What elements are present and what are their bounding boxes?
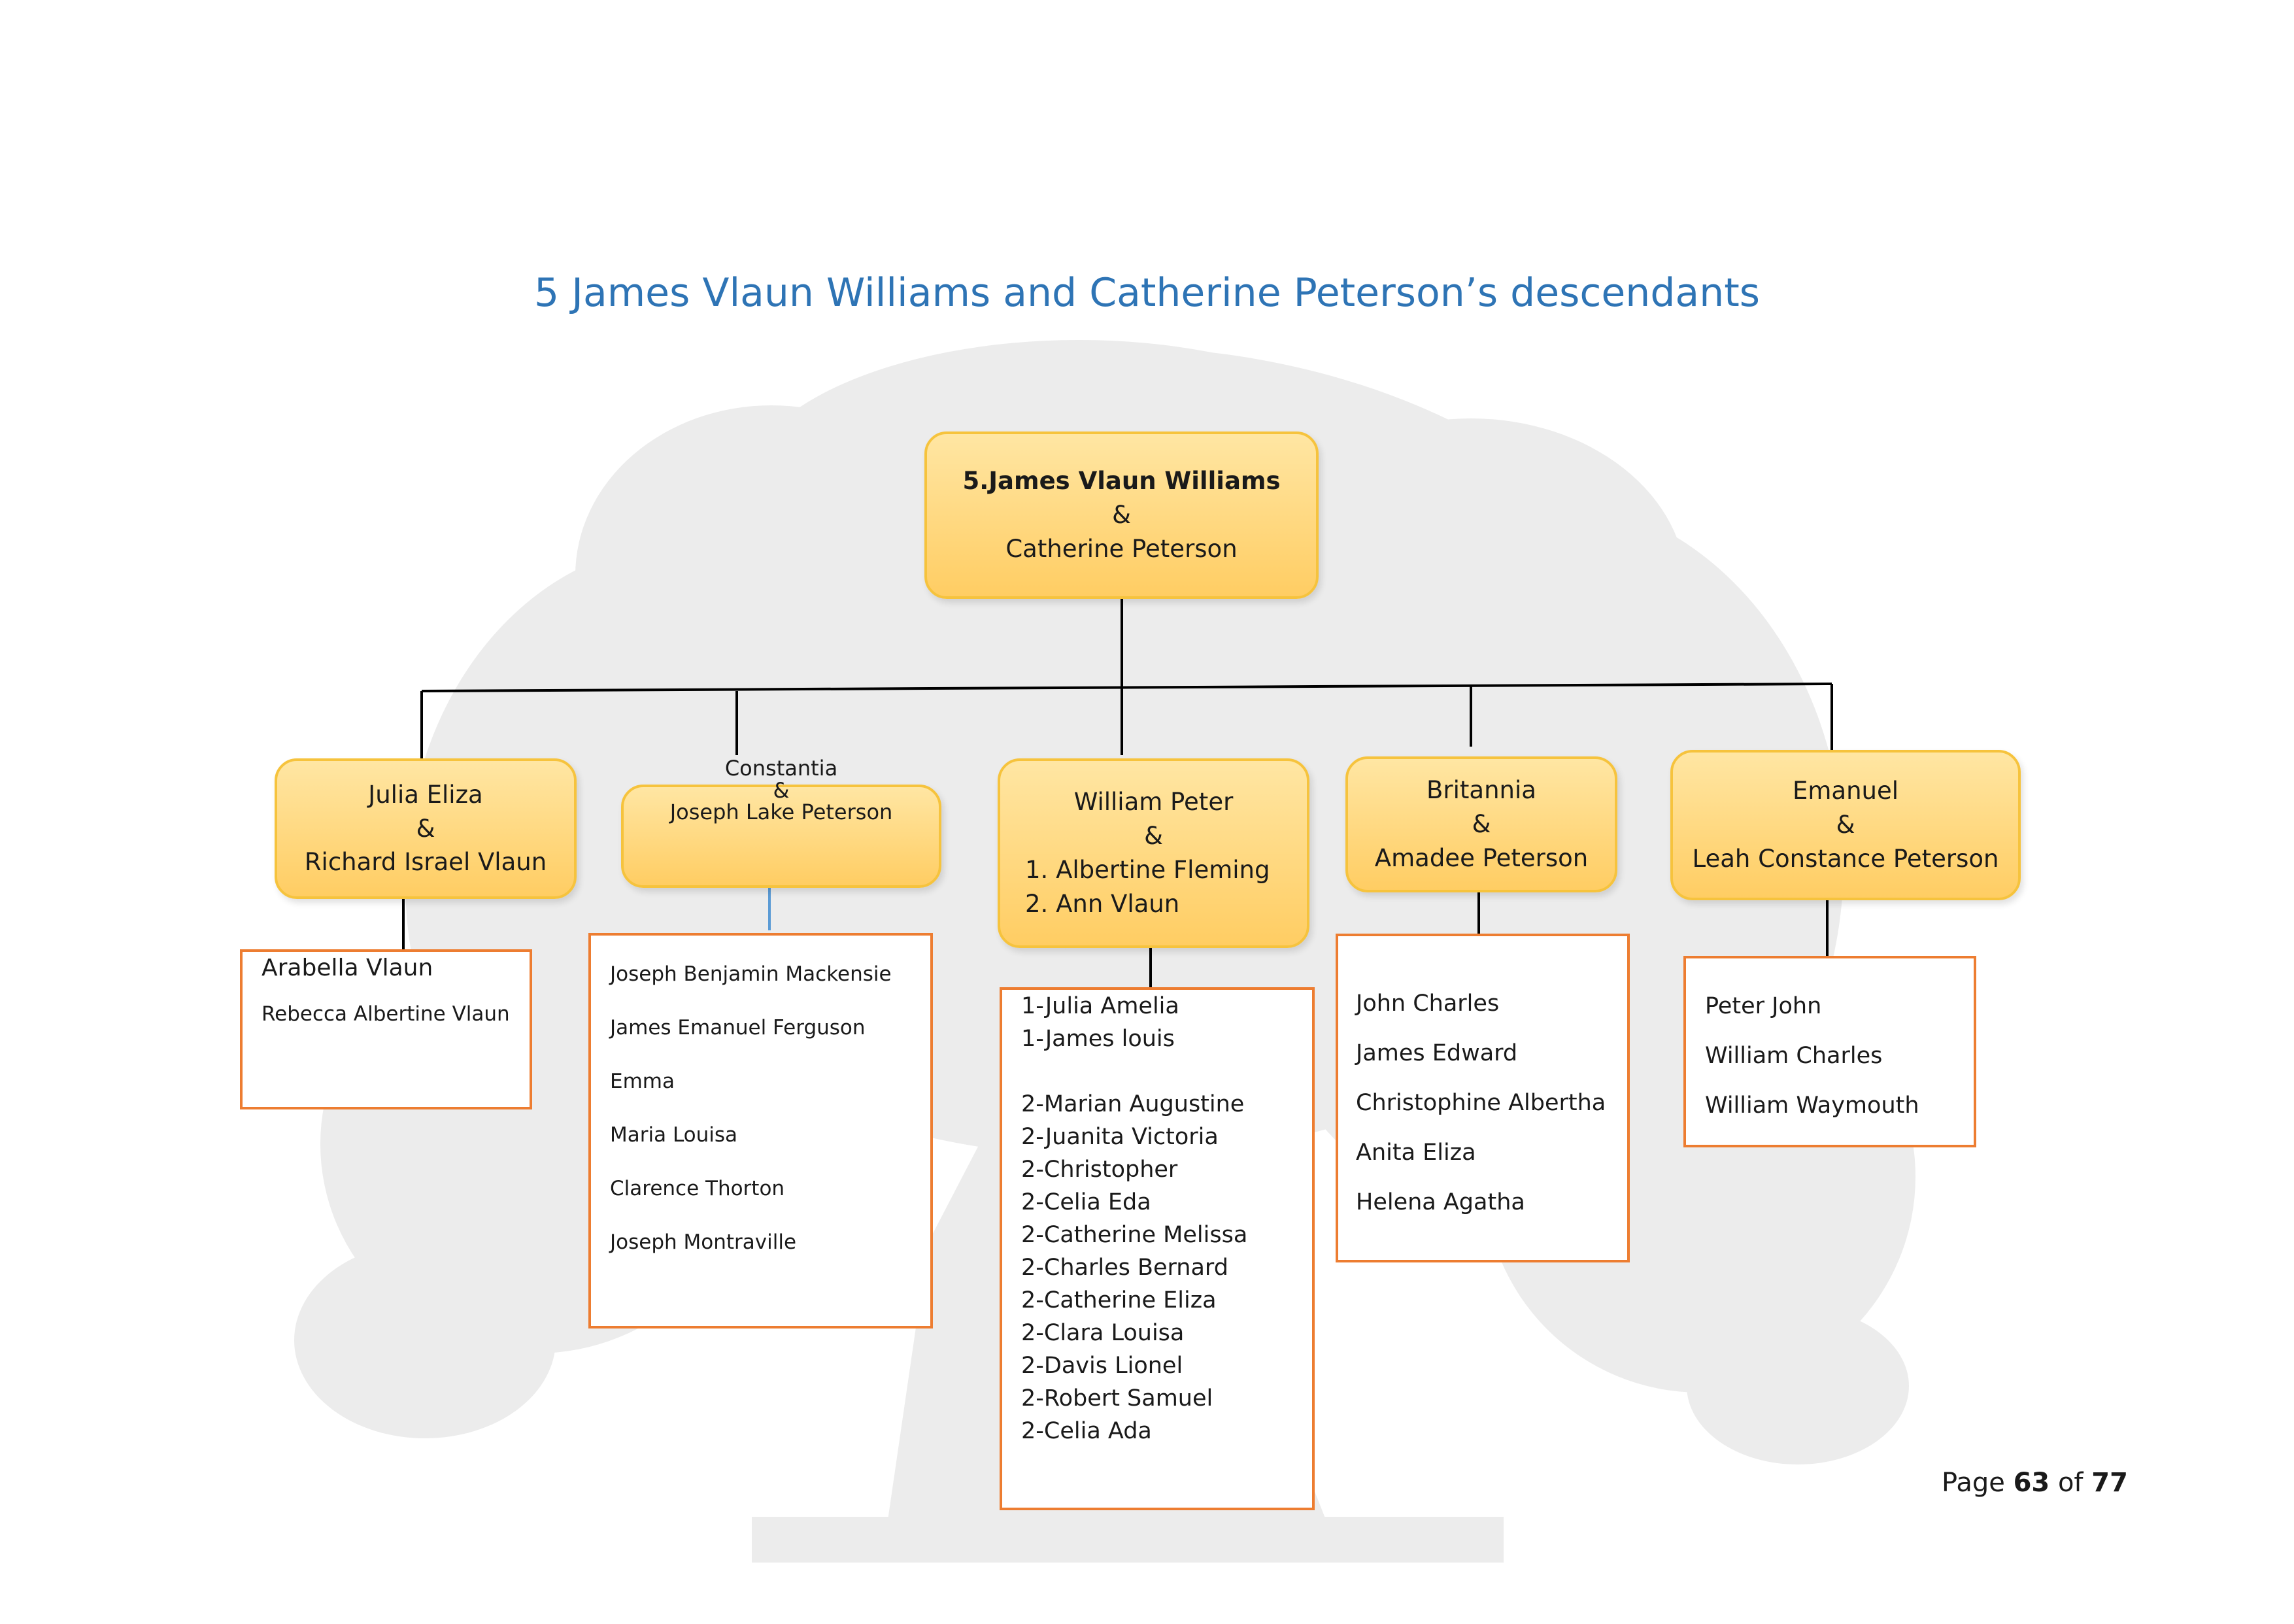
child-node-line: 2. Ann Vlaun	[1025, 889, 1180, 918]
list-item	[1021, 1055, 1312, 1088]
root-couple-node: 5.James Vlaun Williams & Catherine Peter…	[924, 431, 1319, 599]
page-current: 63	[2013, 1468, 2050, 1498]
list-item: John Charles	[1356, 990, 1500, 1017]
list-item: Maria Louisa	[610, 1123, 738, 1147]
list-item: Anita Eliza	[1356, 1140, 1476, 1166]
list-item: 2-Davis Lionel	[1021, 1353, 1183, 1379]
list-item: 2-Christopher	[1021, 1157, 1178, 1183]
list-item: William Waymouth	[1705, 1092, 1919, 1119]
list-item: Clarence Thorton	[610, 1177, 785, 1200]
list-item: Christophine Albertha	[1356, 1090, 1606, 1116]
child-node-line: Richard Israel Vlaun	[304, 848, 547, 877]
list-item: 2-Marian Augustine	[1021, 1091, 1245, 1117]
child-node-line: Constantia	[724, 756, 838, 781]
page-number: Page 63 of 77	[1942, 1468, 2128, 1498]
list-item: 2-Celia Ada	[1021, 1418, 1152, 1444]
list-item: James Edward	[1356, 1040, 1518, 1066]
child-node-line: 1. Albertine Fleming	[1025, 856, 1270, 884]
child-node-line: &	[1144, 822, 1163, 851]
child-node-line: Joseph Lake Peterson	[669, 799, 893, 824]
child-node-line: &	[1472, 810, 1491, 839]
list-item: 2-Clara Louisa	[1021, 1320, 1185, 1346]
list-item: William Charles	[1705, 1043, 1883, 1069]
list-item: 1-James louis	[1021, 1026, 1175, 1052]
child-node-emanuel: Emanuel & Leah Constance Peterson	[1670, 750, 2021, 900]
page-title: 5 James Vlaun Williams and Catherine Pet…	[534, 270, 1760, 316]
list-item: Joseph Montraville	[610, 1230, 797, 1254]
descendants-list-britannia: John Charles James Edward Christophine A…	[1336, 934, 1630, 1262]
child-node-line: &	[1836, 811, 1855, 839]
list-item: 2-Juanita Victoria	[1021, 1124, 1219, 1150]
list-item: 2-Charles Bernard	[1021, 1255, 1228, 1281]
root-person-name: 5.James Vlaun Williams	[962, 467, 1281, 496]
list-item: Helena Agatha	[1356, 1189, 1525, 1215]
list-item: 2-Catherine Eliza	[1021, 1287, 1217, 1313]
list-item: Rebecca Albertine Vlaun	[261, 1002, 510, 1026]
child-node-constantia: Constantia & Joseph Lake Peterson	[621, 756, 941, 888]
page-of: of	[2057, 1468, 2083, 1498]
child-node-line: Amadee Peterson	[1374, 843, 1589, 872]
child-node-line: Leah Constance Peterson	[1692, 844, 1999, 873]
list-item: Arabella Vlaun	[261, 955, 433, 981]
child-node-line: Britannia	[1426, 776, 1536, 805]
list-item: James Emanuel Ferguson	[610, 1016, 866, 1040]
page-total: 77	[2091, 1468, 2128, 1498]
list-item: 2-Celia Eda	[1021, 1189, 1151, 1215]
descendants-list-emanuel: Peter John William Charles William Waymo…	[1683, 956, 1976, 1147]
descendants-list-julia-eliza: Arabella Vlaun Rebecca Albertine Vlaun	[240, 949, 532, 1109]
descendants-list-william-peter: 1-Julia Amelia 1-James louis 2-Marian Au…	[1000, 987, 1315, 1510]
child-node-line: William Peter	[1073, 788, 1234, 817]
list-item: Joseph Benjamin Mackensie	[610, 962, 892, 986]
list-item: Emma	[610, 1070, 675, 1093]
list-item: Peter John	[1705, 993, 1822, 1019]
child-node-britannia: Britannia & Amadee Peterson	[1345, 756, 1617, 892]
child-node-line: Julia Eliza	[368, 780, 483, 809]
descendants-list-constantia: Joseph Benjamin Mackensie James Emanuel …	[588, 933, 933, 1328]
list-item: 1-Julia Amelia	[1021, 993, 1179, 1019]
child-node-line: Emanuel	[1792, 777, 1899, 805]
child-node-line: &	[773, 778, 790, 804]
list-item: 2-Catherine Melissa	[1021, 1222, 1248, 1248]
child-node-william-peter: William Peter & 1. Albertine Fleming 2. …	[998, 758, 1309, 948]
child-node-line: &	[416, 814, 435, 843]
child-node-julia-eliza: Julia Eliza & Richard Israel Vlaun	[275, 758, 577, 899]
list-item: 2-Robert Samuel	[1021, 1385, 1213, 1412]
page-label: Page	[1942, 1468, 2005, 1498]
root-ampersand: &	[1112, 501, 1131, 530]
root-spouse-name: Catherine Peterson	[1005, 534, 1238, 563]
